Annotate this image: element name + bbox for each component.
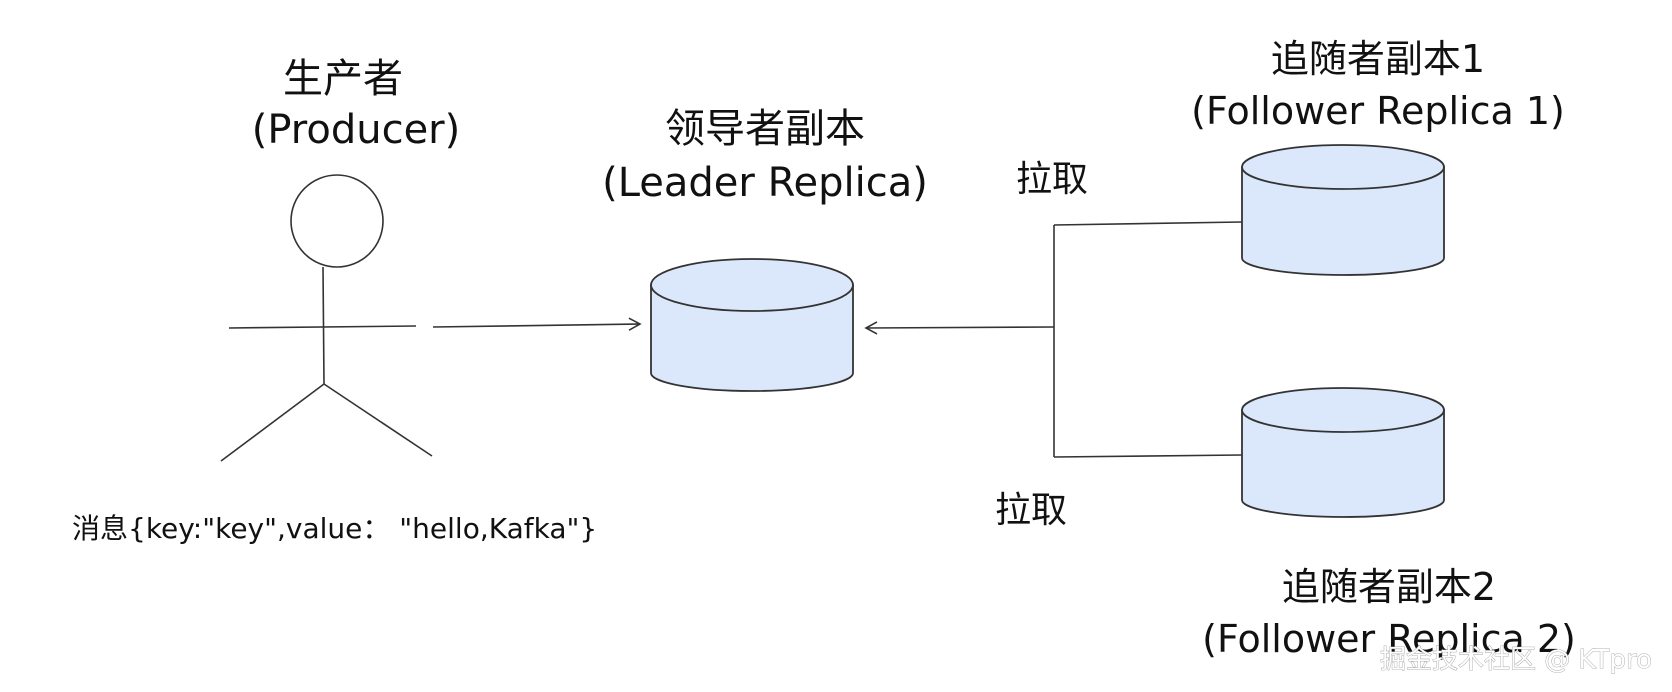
connector-follower-2: [1053, 454, 1243, 458]
follower1-replica-cylinder: [1241, 144, 1445, 276]
pull-label-top: 拉取: [1016, 159, 1088, 200]
producer-body: [322, 266, 325, 385]
follower2-title-en: (Follower Replica 2): [1202, 617, 1576, 661]
follower2-replica-cylinder: [1241, 387, 1445, 518]
follower1-title-en: (Follower Replica 1): [1191, 89, 1565, 133]
producer-figure: [220, 174, 433, 462]
producer-head: [290, 174, 384, 268]
producer-message: 消息{key:"key",value： "hello,Kafka"}: [72, 512, 597, 545]
watermark: 掘金技术社区 @ KTpro: [1380, 645, 1652, 675]
follower1-title-cn: 追随者副本1: [1271, 37, 1485, 81]
follower2-title-cn: 追随者副本2: [1282, 565, 1496, 609]
producer-title-cn: 生产者: [283, 56, 403, 102]
leader-title-cn: 领导者副本: [665, 106, 865, 152]
arrow-followers-to-leader: [864, 321, 1055, 335]
connector-follower-1: [1053, 221, 1243, 226]
producer-left-leg: [220, 383, 325, 462]
producer-right-leg: [323, 383, 433, 457]
pull-label-bottom: 拉取: [995, 490, 1067, 531]
producer-arms: [228, 325, 417, 329]
leader-title-en: (Leader Replica): [602, 160, 928, 206]
producer-title-en: (Producer): [252, 107, 460, 153]
leader-replica-cylinder: [650, 258, 854, 392]
arrow-producer-to-leader: [432, 317, 642, 331]
